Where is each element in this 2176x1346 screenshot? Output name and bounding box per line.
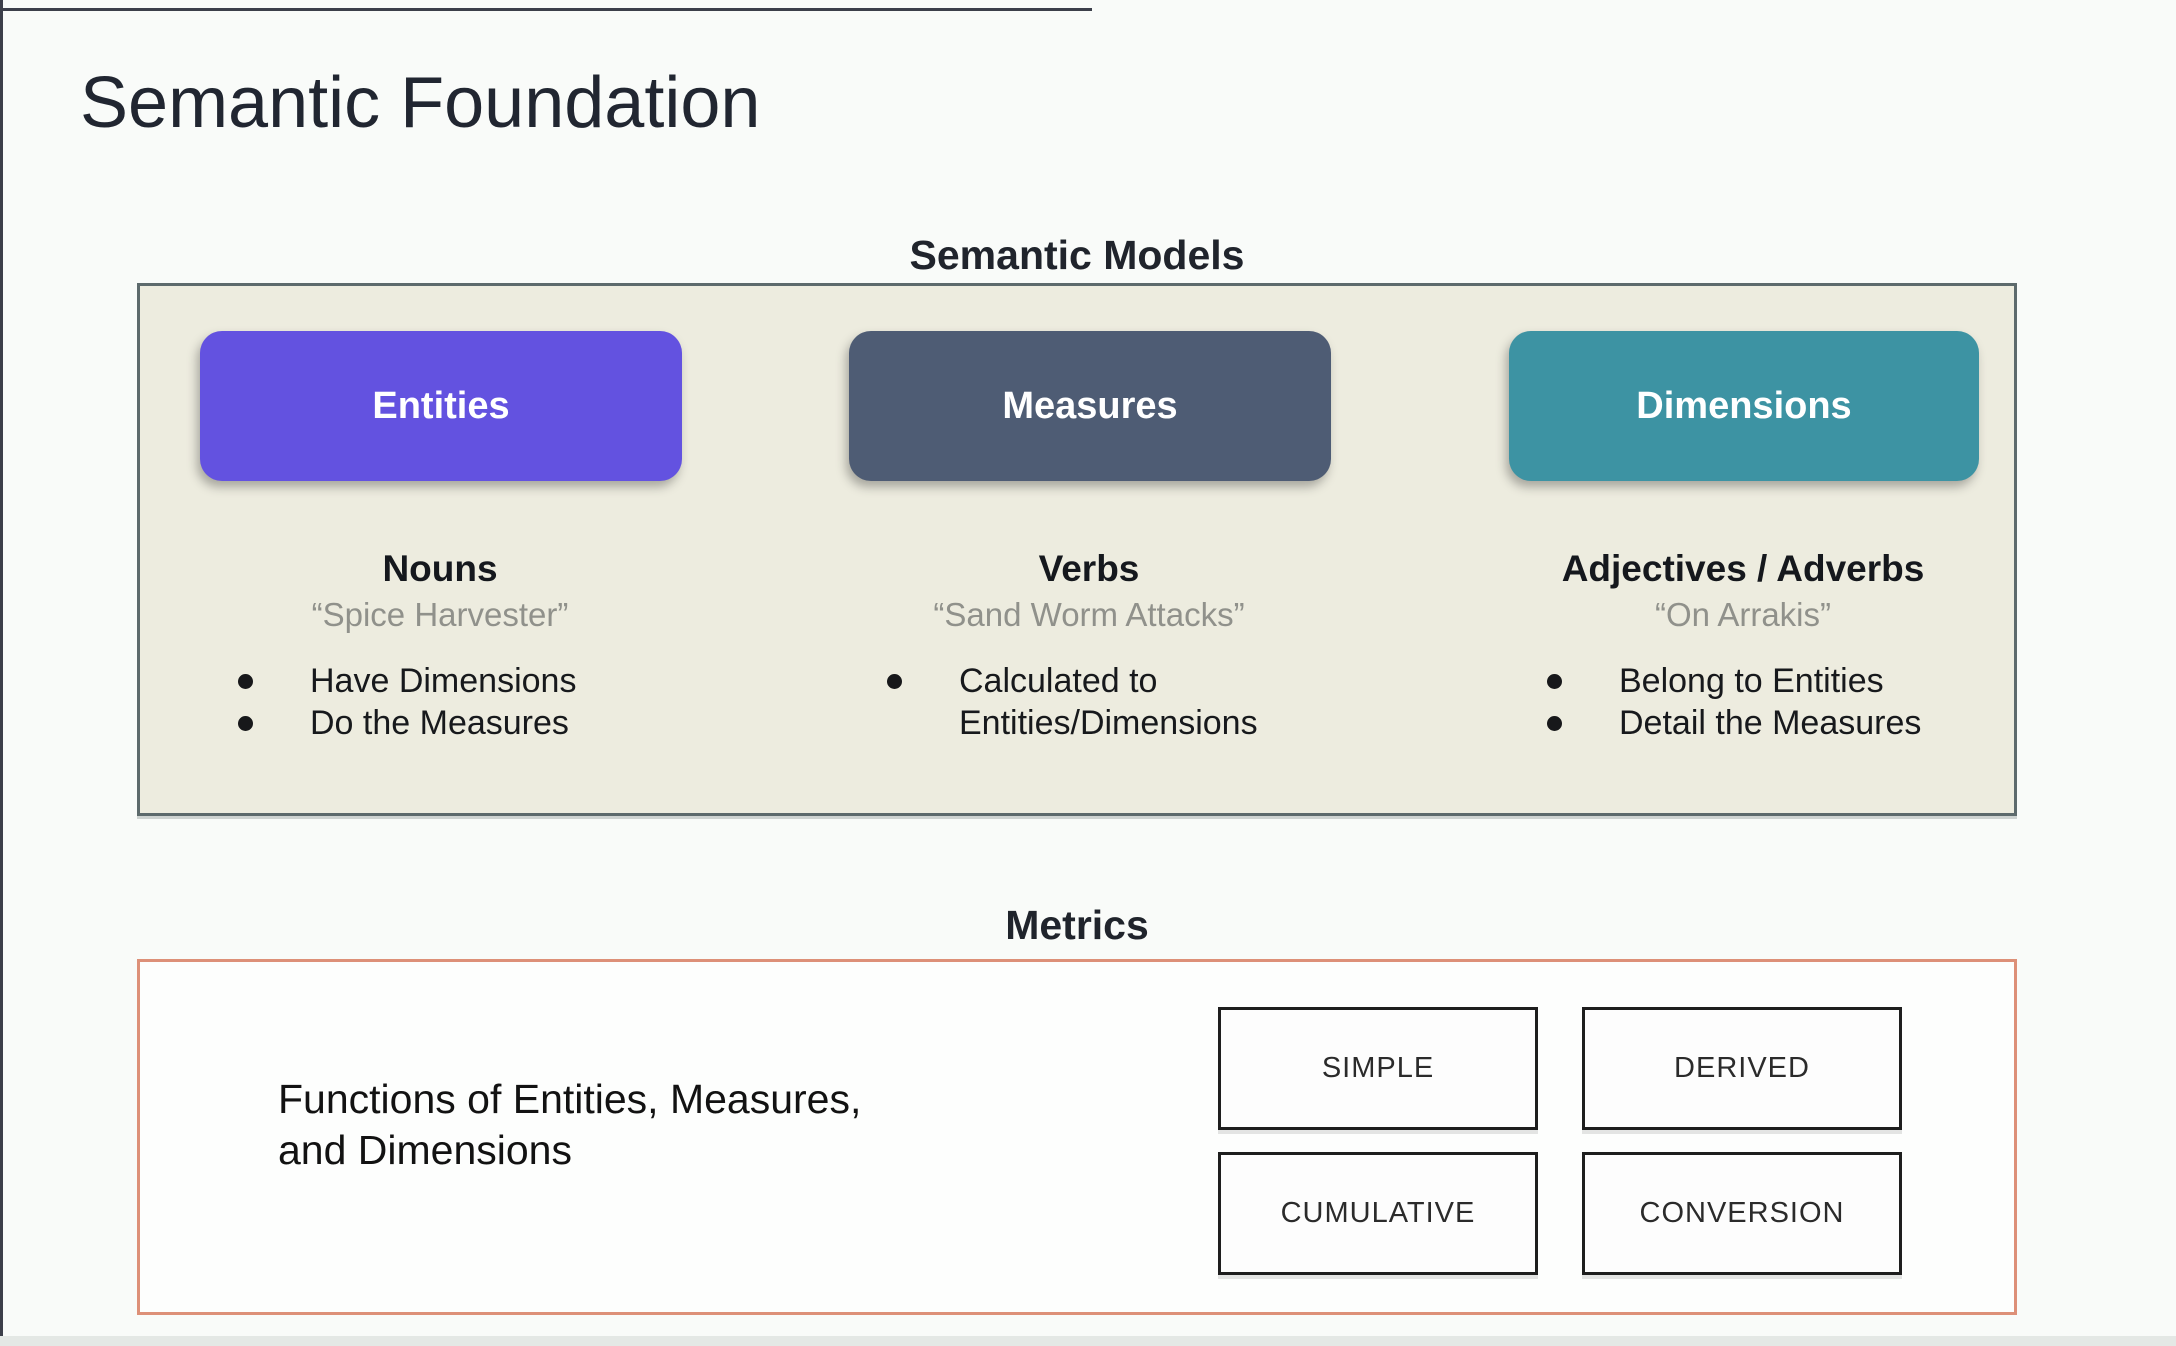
- measures-column: Measures Verbs “Sand Worm Attacks” Calcu…: [809, 286, 1369, 813]
- metric-box-simple: SIMPLE: [1218, 1007, 1538, 1130]
- bullet-icon: [238, 716, 253, 731]
- metrics-heading: Metrics: [1005, 902, 1149, 948]
- dimensions-example-quote: “On Arrakis”: [1654, 596, 1832, 633]
- measures-bullet-list: Calculated to Entities/Dimensions: [887, 660, 1363, 744]
- slide-title: Semantic Foundation: [80, 63, 761, 143]
- semantic-models-heading: Semantic Models: [909, 232, 1245, 278]
- measures-part-of-speech: Verbs: [1038, 548, 1140, 589]
- bullet-label: Calculated to Entities/Dimensions: [959, 662, 1258, 742]
- entities-button: Entities: [200, 331, 682, 481]
- bullet-label: Detail the Measures: [1619, 704, 1922, 742]
- bullet-label: Have Dimensions: [310, 662, 577, 700]
- window-top-edge: [0, 8, 1092, 11]
- list-item: Belong to Entities: [1547, 660, 2011, 702]
- metric-box-conversion: CONVERSION: [1582, 1152, 1902, 1275]
- bullet-icon: [887, 674, 902, 689]
- bullet-icon: [1547, 716, 1562, 731]
- list-item: Do the Measures: [238, 702, 714, 744]
- dimensions-column: Dimensions Adjectives / Adverbs “On Arra…: [1469, 286, 2017, 813]
- entities-column: Entities Nouns “Spice Harvester” Have Di…: [160, 286, 720, 813]
- entities-part-of-speech: Nouns: [382, 548, 498, 589]
- dimensions-button: Dimensions: [1509, 331, 1979, 481]
- bullet-label: Belong to Entities: [1619, 662, 1884, 700]
- list-item: Have Dimensions: [238, 660, 714, 702]
- dimensions-bullet-list: Belong to Entities Detail the Measures: [1547, 660, 2011, 744]
- bullet-icon: [238, 674, 253, 689]
- metrics-description: Functions of Entities, Measures, and Dim…: [278, 1076, 862, 1173]
- list-item: Detail the Measures: [1547, 702, 2011, 744]
- metrics-panel: Functions of Entities, Measures, and Dim…: [137, 959, 2017, 1315]
- bullet-label: Do the Measures: [310, 704, 569, 742]
- metric-box-derived: DERIVED: [1582, 1007, 1902, 1130]
- entities-example-quote: “Spice Harvester”: [311, 596, 569, 633]
- entities-bullet-list: Have Dimensions Do the Measures: [238, 660, 714, 744]
- bottom-strip: [0, 1336, 2176, 1346]
- bullet-icon: [1547, 674, 1562, 689]
- measures-example-quote: “Sand Worm Attacks”: [933, 596, 1245, 633]
- semantic-models-panel: Entities Nouns “Spice Harvester” Have Di…: [137, 283, 2017, 816]
- list-item: Calculated to Entities/Dimensions: [887, 660, 1363, 744]
- metric-box-cumulative: CUMULATIVE: [1218, 1152, 1538, 1275]
- measures-button: Measures: [849, 331, 1331, 481]
- window-left-edge: [0, 0, 3, 1346]
- dimensions-part-of-speech: Adjectives / Adverbs: [1561, 548, 1925, 589]
